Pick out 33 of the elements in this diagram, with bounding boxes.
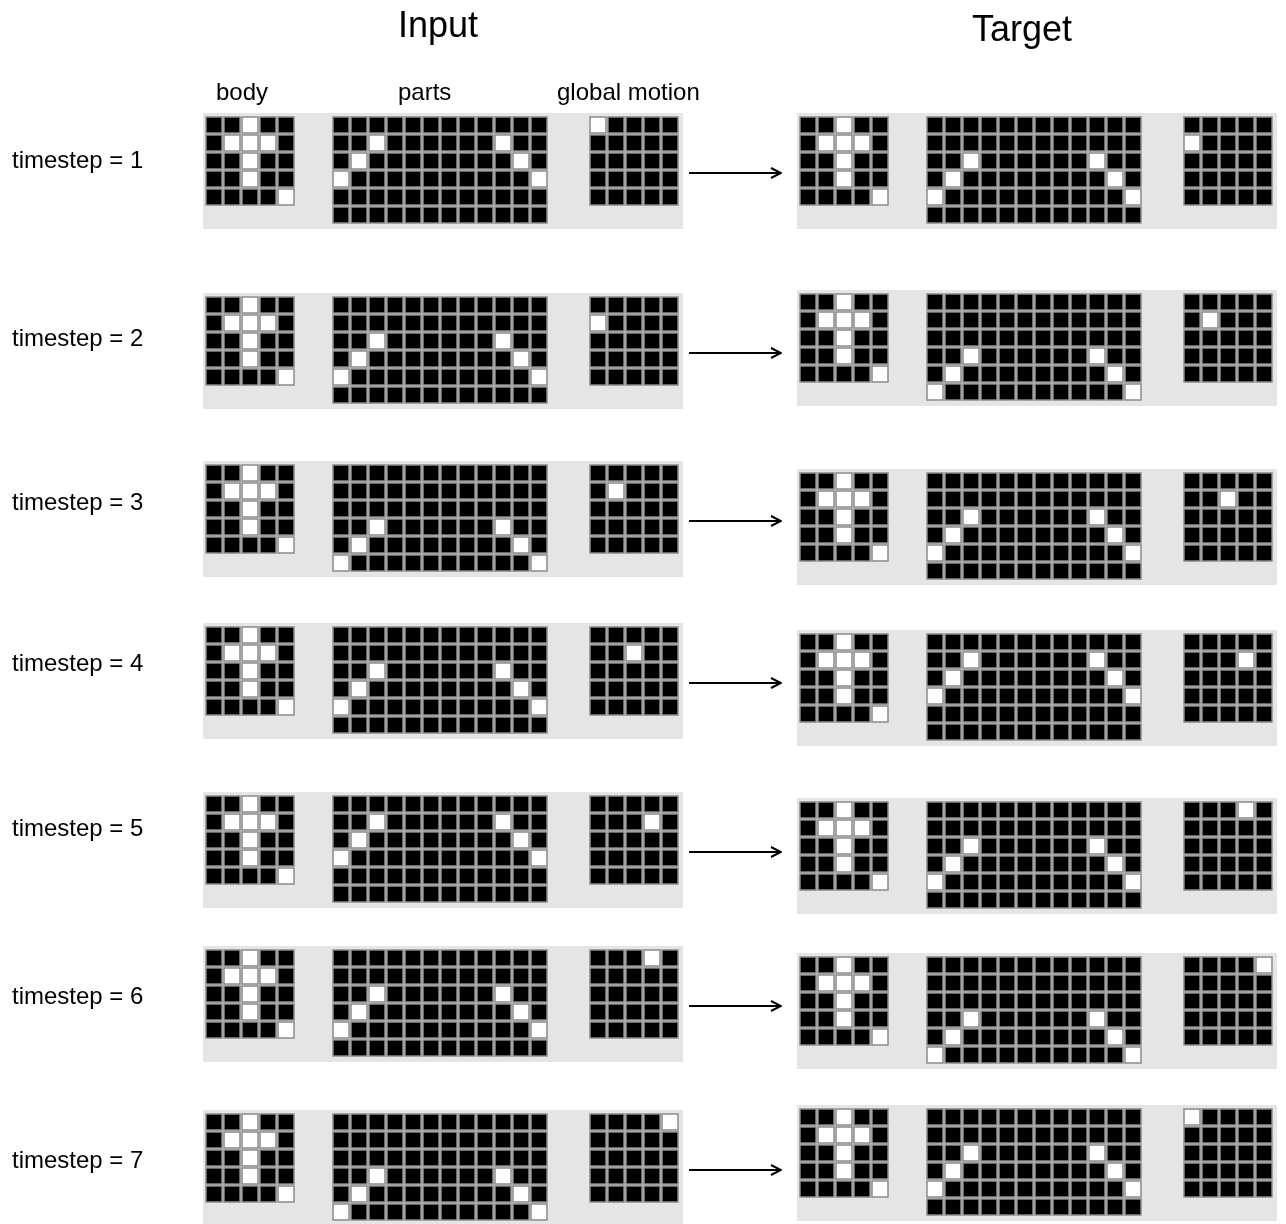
grid-panel — [797, 1105, 1277, 1221]
column-label: body — [216, 78, 269, 106]
row-label: timestep = 1 — [12, 146, 144, 174]
row-label: timestep = 4 — [12, 649, 144, 677]
row-label: timestep = 5 — [12, 814, 144, 842]
grid-panel — [797, 113, 1277, 229]
grid-panel — [797, 290, 1277, 406]
grid-panel — [797, 469, 1277, 585]
grid-panel — [203, 113, 683, 229]
row-label: timestep = 3 — [12, 488, 144, 516]
grid-panel — [203, 623, 683, 739]
grid-panel — [797, 630, 1277, 746]
arrow — [688, 677, 782, 689]
arrow — [688, 515, 782, 527]
arrow — [688, 846, 782, 858]
grid-panel — [203, 293, 683, 409]
row-label: timestep = 2 — [12, 324, 144, 352]
grid-panel — [797, 953, 1277, 1069]
row-label: timestep = 7 — [12, 1146, 144, 1174]
grid-panel — [797, 798, 1277, 914]
column-label: parts — [398, 78, 452, 106]
arrow — [688, 167, 782, 179]
arrow — [688, 1000, 782, 1012]
column-heading: Target — [972, 8, 1073, 50]
grid-panel — [203, 1110, 683, 1224]
grid-panel — [203, 792, 683, 908]
row-label: timestep = 6 — [12, 982, 144, 1010]
arrow — [688, 347, 782, 359]
column-label: global motion — [557, 78, 700, 106]
grid-panel — [203, 946, 683, 1062]
column-heading: Input — [398, 4, 479, 46]
arrow — [688, 1164, 782, 1176]
grid-panel — [203, 461, 683, 577]
